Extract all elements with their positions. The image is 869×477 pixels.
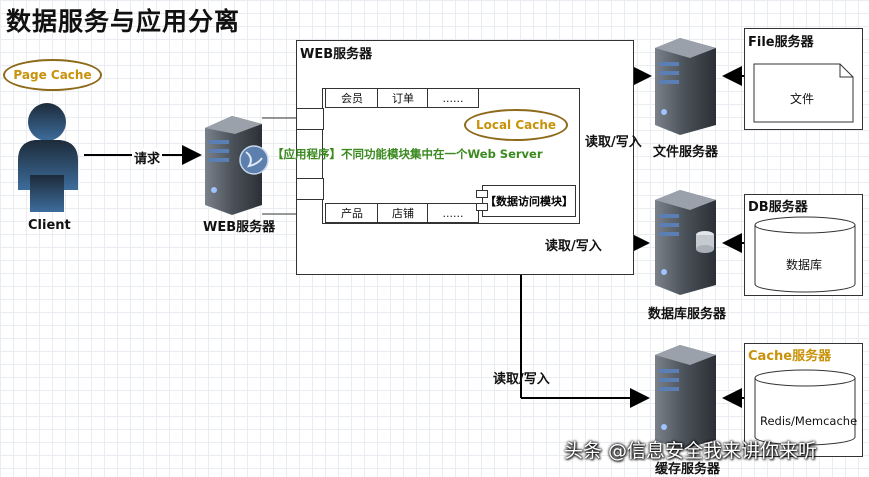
page-cache-ellipse: Page Cache xyxy=(3,59,102,91)
component-tab-top xyxy=(476,190,488,198)
watermark: 头条 @信息安全我来讲你来听 xyxy=(564,440,818,462)
client-label: Client xyxy=(28,218,71,233)
data-access-label: 【数据访问模块】 xyxy=(485,195,573,208)
cache-server-panel-title: Cache服务器 xyxy=(748,349,832,364)
cache-server-caption: 缓存服务器 xyxy=(655,462,721,477)
application-description: 【应用程序】不同功能模块集中在一个Web Server xyxy=(272,147,543,161)
db-server-panel-title: DB服务器 xyxy=(748,200,808,215)
local-cache-label: Local Cache xyxy=(475,118,557,132)
database-label: 数据库 xyxy=(786,258,823,272)
file-server-panel-title: File服务器 xyxy=(748,35,814,50)
document-label: 文件 xyxy=(790,92,815,106)
component-tab-bottom xyxy=(476,203,488,211)
cache-server-icon xyxy=(655,345,716,450)
client-person-icon xyxy=(18,103,78,212)
module-shop: 店铺 xyxy=(377,203,429,223)
db-server-icon xyxy=(655,190,716,295)
data-access-module: 【数据访问模块】 xyxy=(482,185,576,217)
request-label: 请求 xyxy=(132,148,163,167)
module-more-top: ...... xyxy=(427,88,479,108)
web-server-box-title: WEB服务器 xyxy=(300,47,373,62)
cache-store-label: Redis/Memcache xyxy=(760,414,858,428)
db-server-caption: 数据库服务器 xyxy=(648,307,727,322)
file-server-icon xyxy=(655,38,716,135)
module-member: 会员 xyxy=(325,88,379,108)
rw-label-db: 读取/写入 xyxy=(545,239,602,254)
rw-label-file: 读取/写入 xyxy=(585,135,642,150)
web-server-label: WEB服务器 xyxy=(203,220,276,235)
page-title: 数据服务与应用分离 xyxy=(6,7,241,36)
page-cache-label: Page Cache xyxy=(13,68,92,82)
file-server-caption: 文件服务器 xyxy=(653,145,719,160)
web-server-icon xyxy=(205,116,269,215)
module-product: 产品 xyxy=(325,203,379,223)
left-port-top xyxy=(296,108,324,130)
module-more-bottom: ...... xyxy=(427,203,479,223)
local-cache-ellipse: Local Cache xyxy=(464,109,568,141)
module-order: 订单 xyxy=(377,88,429,108)
rw-label-cache: 读取/写入 xyxy=(493,372,550,387)
left-port-bottom xyxy=(296,178,324,200)
